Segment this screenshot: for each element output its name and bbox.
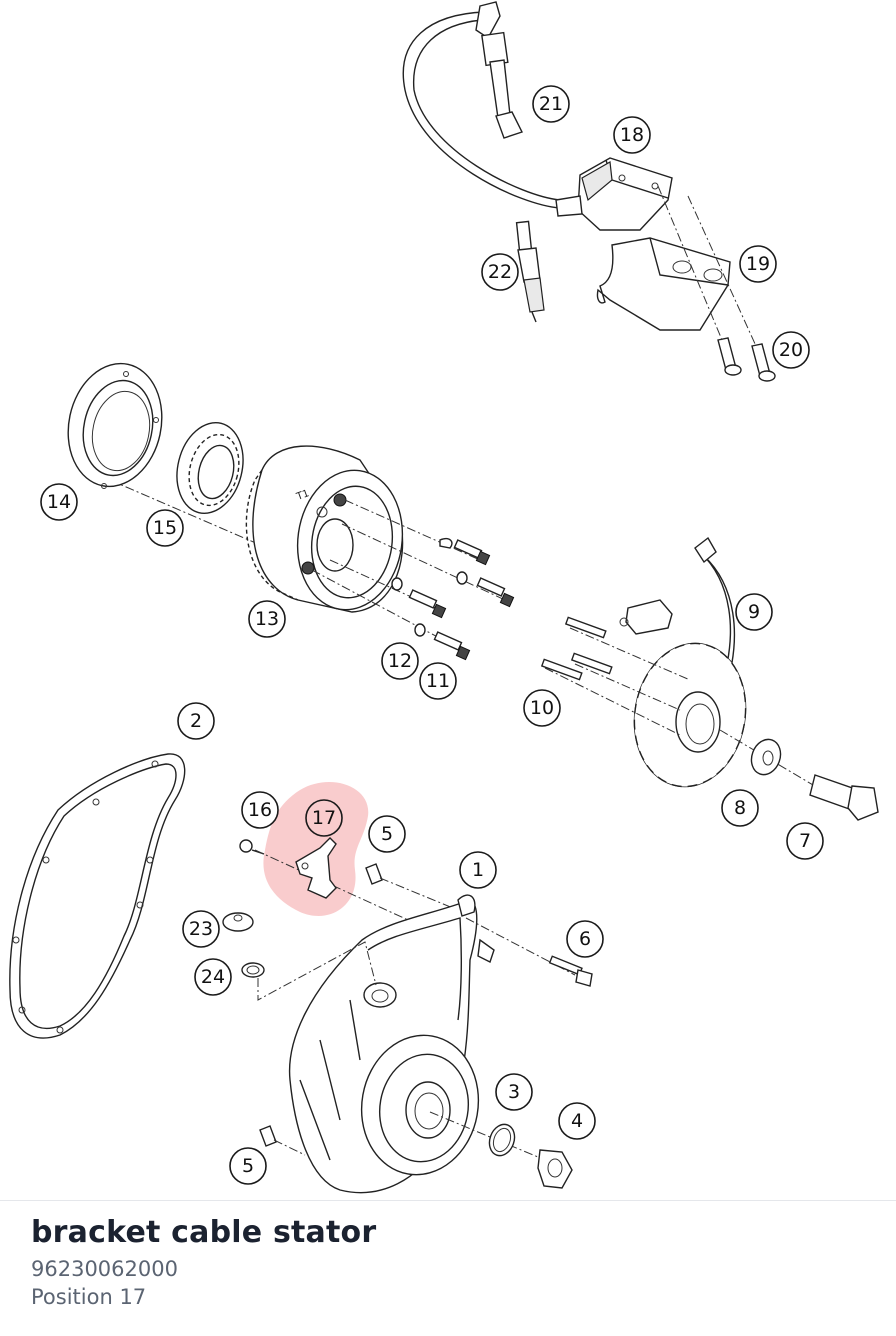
callout-17[interactable]: 17 (305, 799, 343, 837)
svg-text:2: 2 (190, 710, 202, 732)
callout-23[interactable]: 23 (182, 910, 220, 948)
part-info-panel: bracket cable stator 96230062000 Positio… (0, 1200, 896, 1336)
callout-18[interactable]: 18 (613, 116, 651, 154)
svg-text:24: 24 (201, 966, 225, 988)
callout-16[interactable]: 16 (241, 791, 279, 829)
svg-text:16: 16 (248, 799, 272, 821)
svg-text:17: 17 (312, 807, 336, 829)
part-title: bracket cable stator (31, 1215, 377, 1250)
callout-11[interactable]: 11 (419, 662, 457, 700)
svg-text:7: 7 (799, 830, 811, 852)
callout-15[interactable]: 15 (146, 509, 184, 547)
callout-5-top[interactable]: 5 (368, 815, 406, 853)
callout-12[interactable]: 12 (381, 642, 419, 680)
svg-text:22: 22 (488, 261, 512, 283)
callout-3[interactable]: 3 (495, 1073, 533, 1111)
rotor-bolts (311, 499, 515, 661)
svg-text:15: 15 (153, 517, 177, 539)
svg-text:18: 18 (620, 124, 644, 146)
svg-text:4: 4 (571, 1110, 583, 1132)
spark-plug (515, 220, 545, 323)
callout-14[interactable]: 14 (40, 483, 78, 521)
cover-bolt (465, 917, 593, 987)
part-position: Position 17 (31, 1285, 147, 1309)
oring-and-screw-plug (429, 1111, 573, 1189)
callout-8[interactable]: 8 (721, 789, 759, 827)
plug-and-seal (222, 912, 377, 1001)
svg-text:23: 23 (189, 918, 213, 940)
svg-text:12: 12 (388, 650, 412, 672)
coil-bracket (596, 237, 731, 331)
svg-text:6: 6 (579, 928, 591, 950)
svg-text:10: 10 (530, 697, 554, 719)
svg-text:8: 8 (734, 797, 746, 819)
cover-gasket (9, 753, 186, 1039)
exploded-parts-diagram: T1 (9, 1, 879, 1194)
callout-5-bottom[interactable]: 5 (229, 1147, 267, 1185)
callout-22[interactable]: 22 (481, 253, 519, 291)
ignition-coil (555, 157, 673, 231)
flywheel-rotor: T1 (245, 445, 404, 613)
callout-24[interactable]: 24 (194, 958, 232, 996)
callout-4[interactable]: 4 (558, 1102, 596, 1140)
svg-text:20: 20 (779, 339, 803, 361)
ignition-cable-group (402, 1, 561, 209)
callout-19[interactable]: 19 (739, 245, 777, 283)
svg-text:13: 13 (255, 608, 279, 630)
svg-text:14: 14 (47, 491, 71, 513)
callout-7[interactable]: 7 (786, 822, 824, 860)
svg-text:21: 21 (539, 93, 563, 115)
svg-text:5: 5 (242, 1155, 254, 1177)
svg-text:3: 3 (508, 1081, 520, 1103)
stator-bolt-washer (719, 729, 879, 821)
callout-20[interactable]: 20 (772, 331, 810, 369)
freewheel (176, 422, 244, 514)
svg-text:1: 1 (472, 859, 484, 881)
svg-text:11: 11 (426, 670, 450, 692)
callout-9[interactable]: 9 (735, 593, 773, 631)
svg-text:9: 9 (748, 601, 760, 623)
callout-21[interactable]: 21 (532, 85, 570, 123)
stator (540, 536, 747, 788)
coil-screws (657, 185, 776, 382)
flywheel-cover-ring (67, 362, 163, 489)
generator-cover (288, 894, 495, 1194)
svg-text:5: 5 (381, 823, 393, 845)
callout-13[interactable]: 13 (248, 600, 286, 638)
svg-text:T1: T1 (294, 488, 310, 503)
part-number: 96230062000 (31, 1257, 178, 1281)
dowel-pin-bottom (259, 1125, 306, 1156)
callout-1[interactable]: 1 (459, 851, 497, 889)
svg-text:19: 19 (746, 253, 770, 275)
stator-cable-bracket (239, 837, 431, 931)
callout-6[interactable]: 6 (566, 920, 604, 958)
callout-2[interactable]: 2 (177, 702, 215, 740)
callout-10[interactable]: 10 (523, 689, 561, 727)
